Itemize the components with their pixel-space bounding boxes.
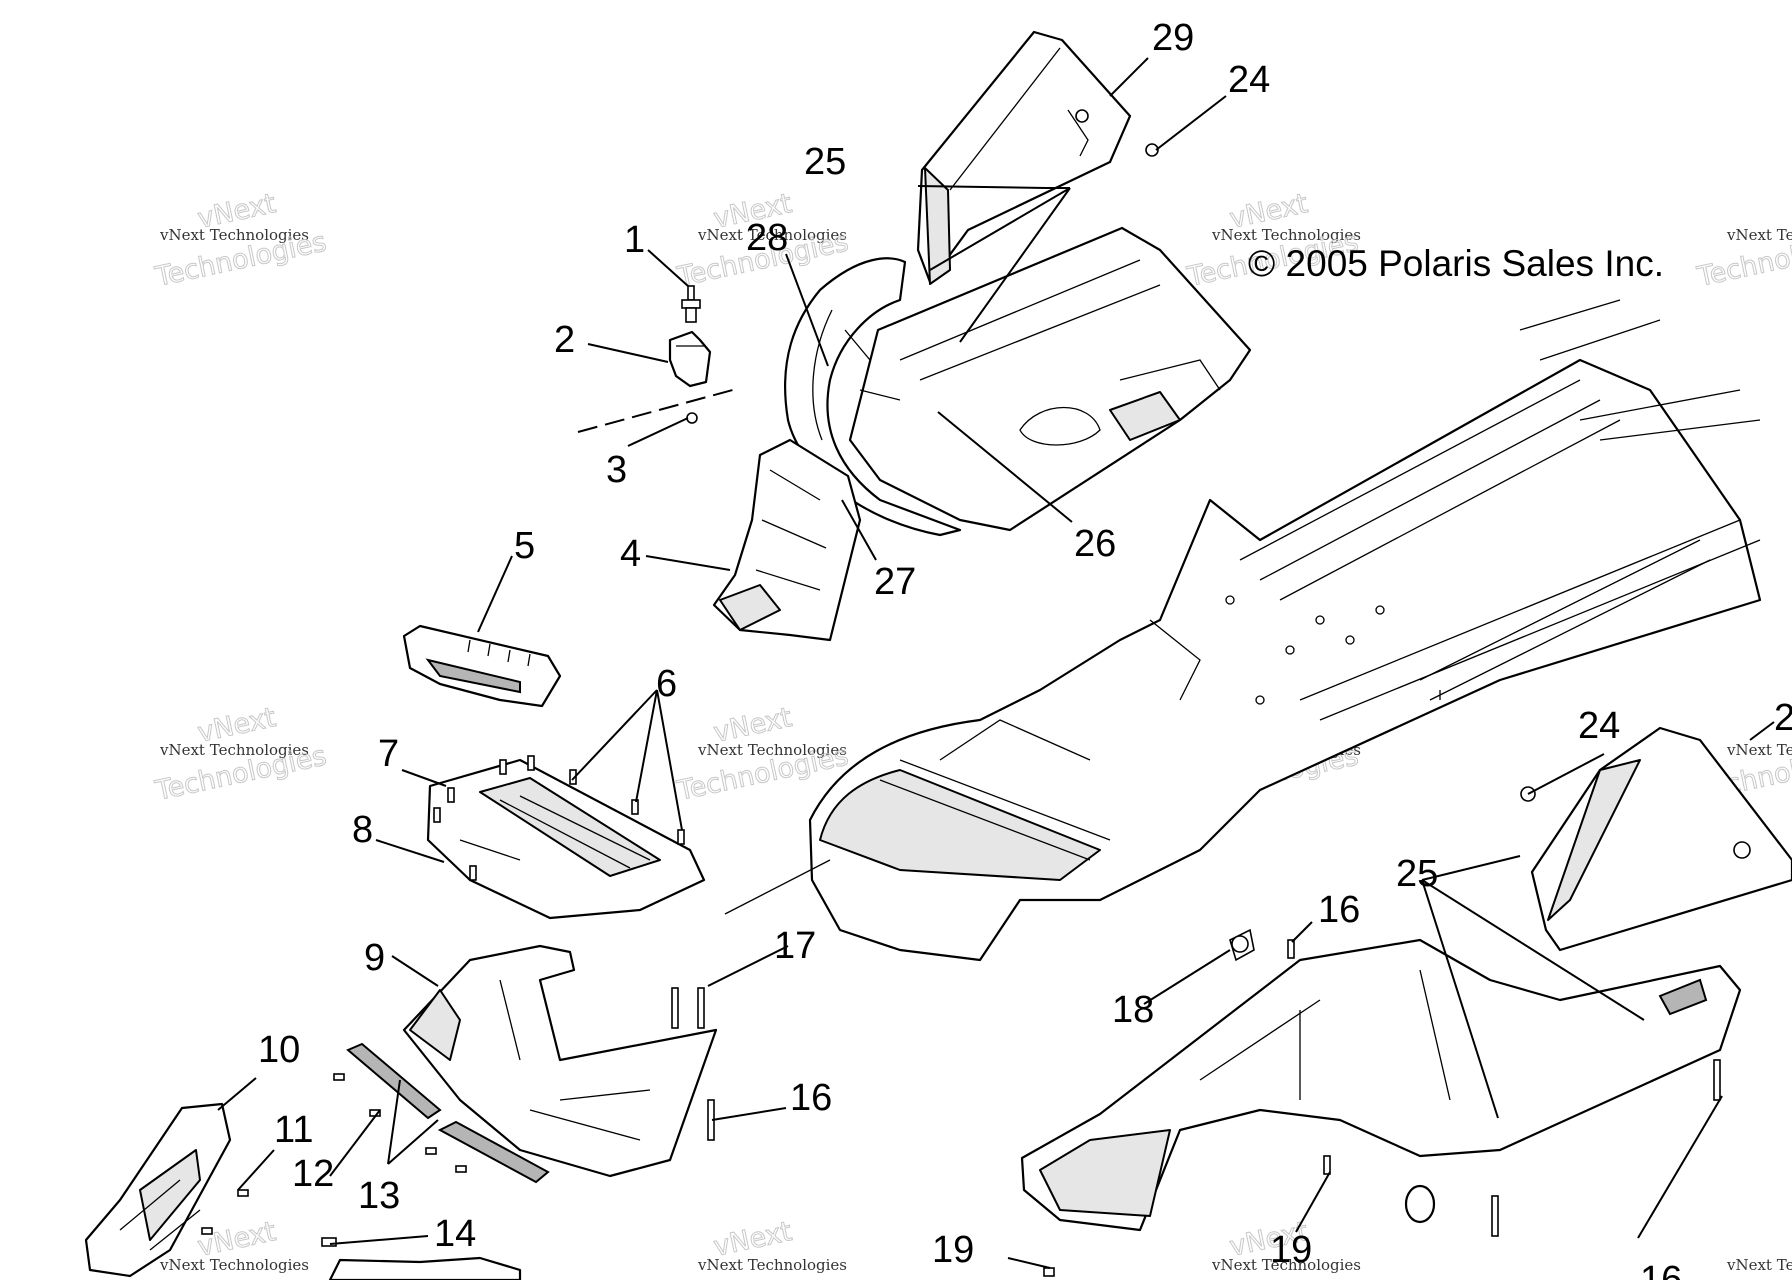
callout-7: 7 [378, 733, 399, 775]
watermark-text: vNext Technologies [1211, 1256, 1361, 1274]
callout-10: 10 [258, 1029, 300, 1071]
fasteners [201, 755, 1721, 1277]
callout-16: 16 [790, 1077, 832, 1119]
callout-12: 12 [292, 1153, 334, 1195]
chassis-main [724, 299, 1762, 962]
watermark-text: vNext Technologies [697, 1256, 847, 1274]
part-4-intake-duct [712, 438, 862, 642]
watermark-text: vNext Technologies [159, 741, 309, 759]
watermark-text: vNext Technologies [1726, 1256, 1792, 1274]
watermark-text: vNext Technologies [1726, 741, 1792, 759]
callout-9: 9 [364, 937, 385, 979]
callout-1: 1 [624, 219, 645, 261]
leader-lines [217, 57, 1775, 1269]
callout-13: 13 [358, 1175, 400, 1217]
part-14-bolt [321, 1237, 522, 1280]
callout-labels: 1 2 3 4 5 6 7 8 9 10 11 12 13 14 16 16 1… [258, 17, 1792, 1280]
part-1-bolt [681, 285, 701, 323]
callout-19: 19 [1270, 1229, 1312, 1271]
part-2-bracket [668, 330, 712, 388]
part-5-cover-plate [402, 624, 562, 708]
part-10-side-vent [84, 1102, 232, 1278]
callout-24: 24 [1578, 705, 1620, 747]
callout-29: 2 [1774, 697, 1792, 739]
part-8-tray [426, 758, 706, 920]
part-right-side-panel-lower [1020, 928, 1742, 1232]
part-29-side-panel-right [1530, 726, 1792, 952]
callout-29: 29 [1152, 17, 1194, 59]
callout-5: 5 [514, 525, 535, 567]
callout-11: 11 [274, 1109, 313, 1151]
callout-24: 24 [1228, 59, 1270, 101]
watermark-text: vNext Technologies [697, 741, 847, 759]
copyright-notice: © 2005 Polaris Sales Inc. [1248, 243, 1664, 284]
callout-26: 26 [1074, 523, 1116, 565]
callout-2: 2 [554, 319, 575, 361]
watermark-text: vNext Technologies [1211, 226, 1361, 244]
callout-4: 4 [620, 533, 641, 575]
callout-19: 19 [932, 1229, 974, 1271]
callout-14: 14 [434, 1213, 476, 1255]
callout-3: 3 [606, 449, 627, 491]
callout-28: 28 [746, 217, 788, 259]
watermark-text: vNext Technologies [159, 226, 309, 244]
callout-16: 16 [1640, 1259, 1682, 1280]
part-26-front-cab [848, 226, 1252, 532]
callout-25: 25 [804, 141, 846, 183]
part-9-lower-shroud [402, 944, 718, 1178]
callout-27: 27 [874, 561, 916, 603]
part-13-trim-strips [346, 1042, 550, 1184]
callout-8: 8 [352, 809, 373, 851]
part-29-side-panel-upper [916, 30, 1159, 285]
watermark-text: vNext Technologies [159, 1256, 309, 1274]
watermark-text: vNext Technologies [1726, 226, 1792, 244]
part-3-nut [577, 387, 741, 433]
callout-6: 6 [656, 663, 677, 705]
callout-25: 25 [1396, 853, 1438, 895]
callout-16: 16 [1318, 889, 1360, 931]
callout-17: 17 [774, 925, 816, 967]
callout-18: 18 [1112, 989, 1154, 1031]
watermark-text: vNext Technologies [697, 226, 847, 244]
